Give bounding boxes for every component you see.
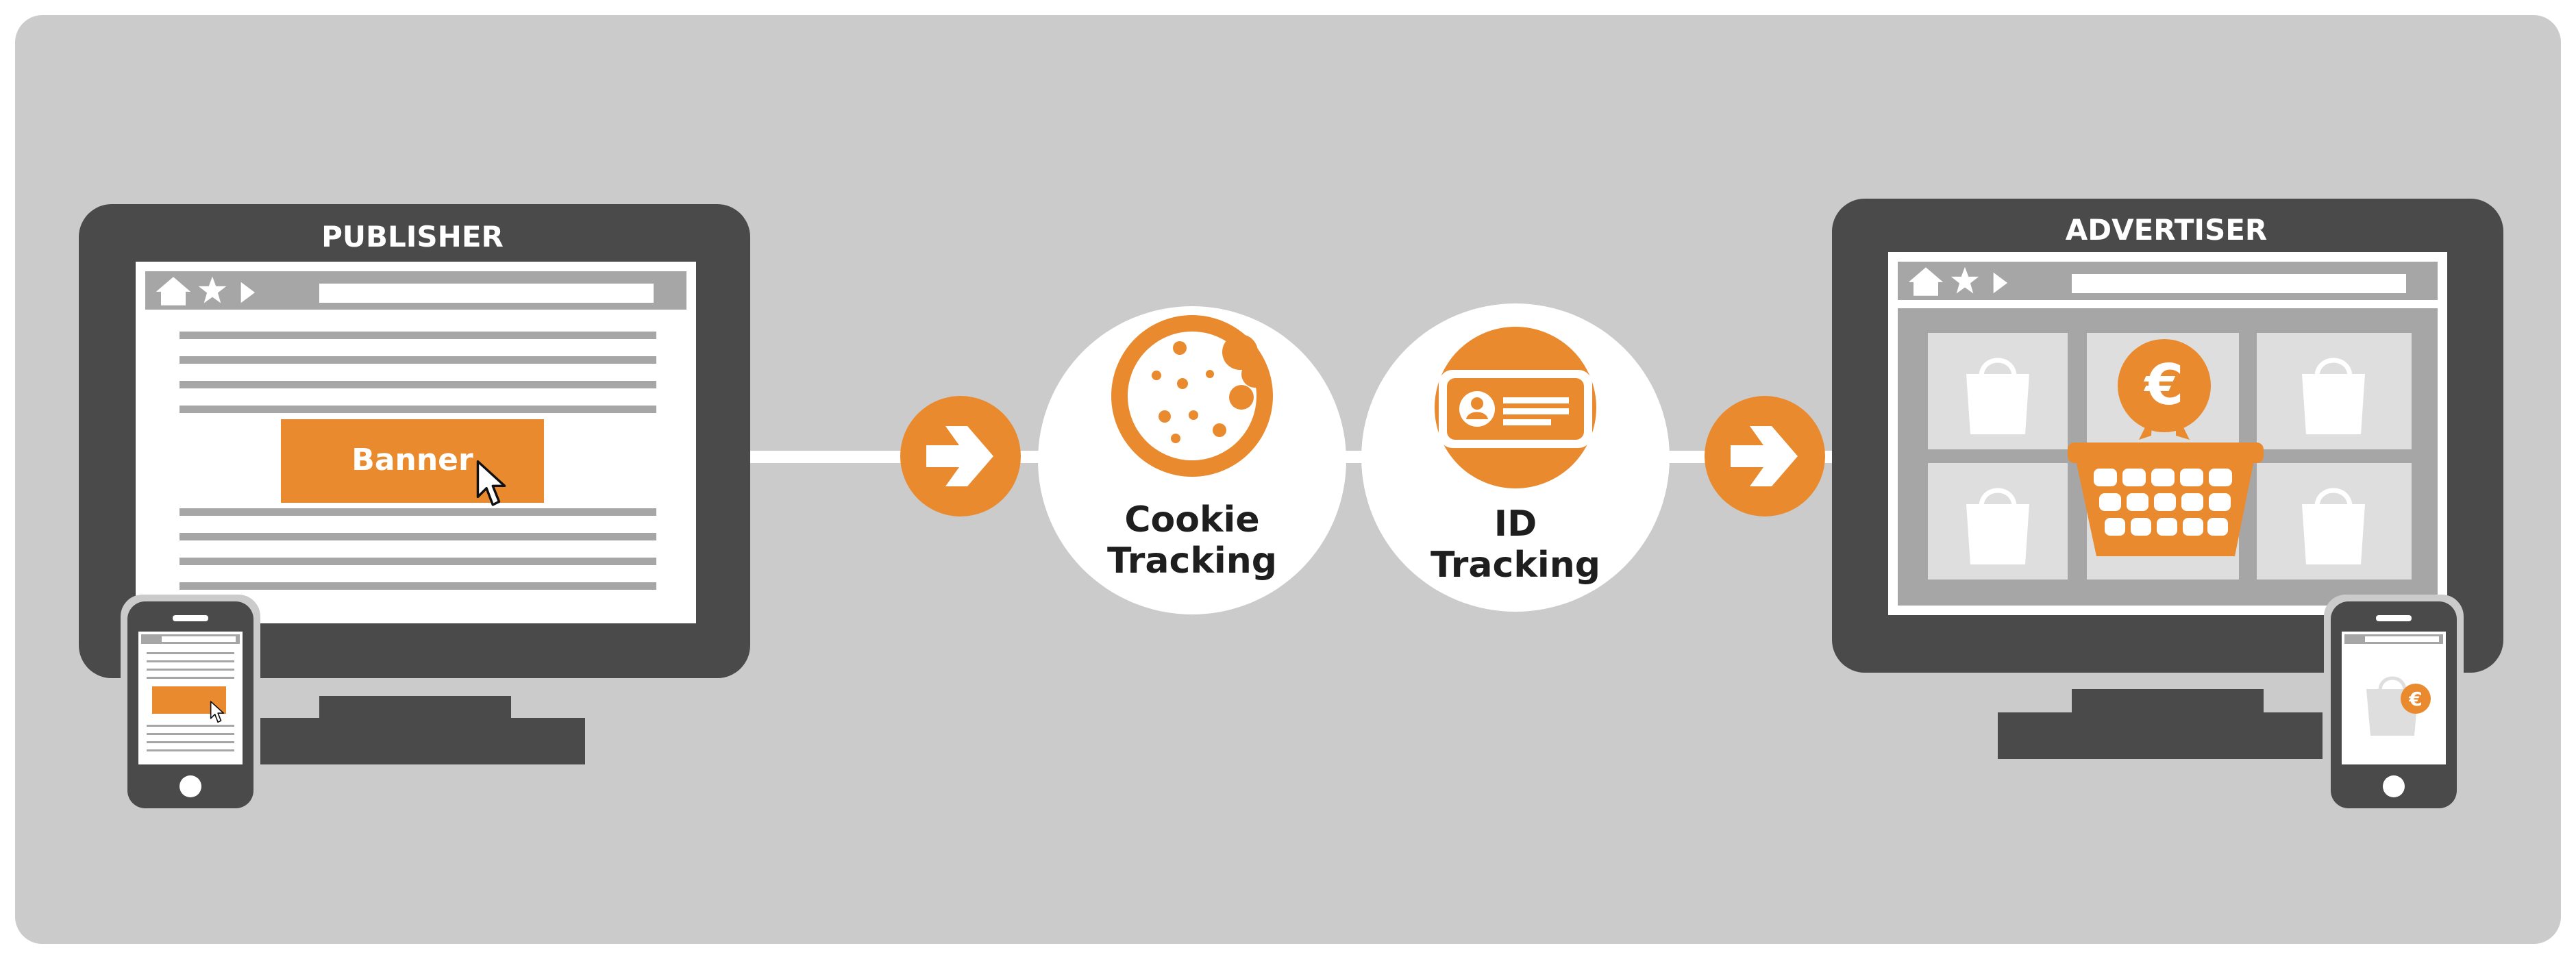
id-tracking-node: ID Tracking bbox=[1361, 303, 1670, 612]
euro-coin-icon: € bbox=[2118, 339, 2211, 440]
product-grid bbox=[1928, 333, 2412, 580]
publisher-address-bar bbox=[319, 284, 654, 303]
cookie-icon bbox=[1111, 315, 1273, 477]
phone-home-button bbox=[179, 775, 201, 797]
arrow-right-icon bbox=[1705, 396, 1825, 516]
id-card-icon bbox=[1435, 327, 1596, 488]
publisher-monitor-stand bbox=[319, 696, 511, 723]
phone-euro-symbol: € bbox=[2408, 688, 2422, 710]
shopping-basket-icon bbox=[2068, 443, 2264, 556]
phone-home-button bbox=[2383, 775, 2405, 797]
cookie-tracking-line2: Tracking bbox=[1107, 540, 1277, 582]
advertiser-monitor-stand bbox=[2072, 689, 2264, 717]
publisher-smartphone bbox=[121, 595, 260, 815]
banner-label: Banner bbox=[351, 443, 473, 477]
publisher-monitor-base bbox=[260, 718, 585, 764]
banner-ad[interactable] bbox=[281, 419, 544, 503]
cookie-tracking-node: Cookie Tracking bbox=[1038, 306, 1346, 614]
id-tracking-line2: Tracking bbox=[1431, 545, 1600, 586]
advertiser-browser-window: € bbox=[1888, 252, 2447, 615]
euro-coin-icon bbox=[2401, 684, 2431, 714]
advertiser-desktop: ADVERTISER bbox=[1832, 199, 2503, 759]
euro-symbol: € bbox=[2143, 353, 2183, 418]
publisher-desktop: PUBLISHER Banner bbox=[79, 204, 750, 764]
publisher-browser-window: Banner bbox=[136, 262, 696, 623]
advertiser-monitor-base bbox=[1998, 712, 2323, 759]
advertiser-title: ADVERTISER bbox=[2066, 213, 2268, 247]
advertiser-smartphone: € bbox=[2324, 595, 2464, 815]
publisher-text-lines bbox=[179, 332, 656, 590]
arrow-right-icon bbox=[900, 396, 1021, 516]
cookie-tracking-line1: Cookie bbox=[1124, 499, 1259, 540]
publisher-title: PUBLISHER bbox=[321, 220, 504, 253]
id-tracking-line1: ID bbox=[1494, 503, 1537, 545]
advertiser-address-bar bbox=[2072, 274, 2406, 293]
